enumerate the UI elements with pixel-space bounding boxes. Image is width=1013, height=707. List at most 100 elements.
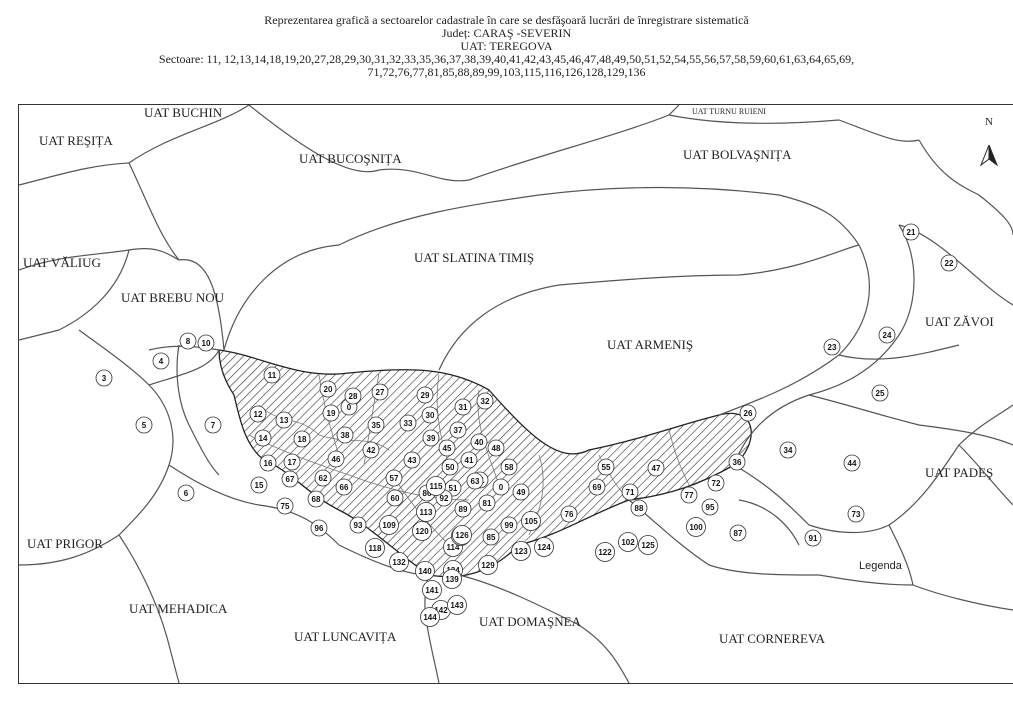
sector-marker: 24 — [878, 326, 896, 344]
sector-circle — [314, 469, 332, 487]
sector-circle — [843, 454, 861, 472]
sector-marker: 144 — [420, 607, 440, 627]
sector-number: 143 — [450, 601, 464, 610]
sector-marker: 25 — [871, 384, 889, 402]
sector-number: 29 — [421, 391, 430, 400]
sector-circle — [152, 352, 170, 370]
sector-circle — [177, 484, 195, 502]
sector-circle — [823, 338, 841, 356]
sector-number: 132 — [392, 558, 406, 567]
sector-number: 89 — [459, 505, 468, 514]
uat-label-buchin: UAT BUCHIN — [144, 105, 223, 120]
sector-marker: 40 — [470, 433, 488, 451]
sector-circle — [595, 542, 615, 562]
sector-number: 100 — [689, 523, 703, 532]
uat-label-luncavita: UAT LUNCAVIȚA — [294, 629, 397, 644]
sector-circle — [487, 439, 505, 457]
sector-marker: 3 — [95, 369, 113, 387]
sector-circle — [385, 469, 403, 487]
sector-marker: 10 — [197, 334, 215, 352]
sector-circle — [940, 254, 958, 272]
sector-circle — [426, 476, 446, 496]
sector-marker: 8 — [179, 332, 197, 350]
sector-number: 35 — [372, 421, 381, 430]
sector-number: 75 — [281, 502, 290, 511]
sector-number: 0 — [347, 403, 352, 412]
sector-marker: 91 — [804, 529, 822, 547]
sector-number: 0 — [499, 483, 504, 492]
sector-marker: 87 — [729, 524, 747, 542]
sector-circle — [412, 521, 432, 541]
sector-marker: 38 — [336, 426, 354, 444]
sector-number: 48 — [492, 444, 501, 453]
sector-number: 40 — [475, 438, 484, 447]
sector-number: 144 — [423, 613, 437, 622]
sector-number: 91 — [809, 534, 818, 543]
sector-circle — [371, 383, 389, 401]
cadastral-map: UAT REŞIȚA UAT BUCHIN UAT BUCOŞNIȚA UAT … — [19, 105, 1013, 683]
sector-circle — [322, 404, 340, 422]
sector-circle — [478, 555, 498, 575]
sector-marker: 132 — [389, 552, 409, 572]
sector-number: 49 — [517, 488, 526, 497]
sector-number: 45 — [443, 444, 452, 453]
sector-circle — [707, 474, 725, 492]
sector-circle — [729, 524, 747, 542]
sector-circle — [283, 453, 301, 471]
sector-number: 124 — [537, 543, 551, 552]
sector-number: 7 — [211, 421, 216, 430]
sector-marker: 29 — [416, 386, 434, 404]
sector-circle — [686, 517, 706, 537]
sector-circle — [197, 334, 215, 352]
sector-marker: 67 — [281, 470, 299, 488]
sector-circle — [460, 451, 478, 469]
sector-number: 25 — [876, 389, 885, 398]
sector-circle — [680, 486, 698, 504]
sector-number: 3 — [102, 374, 107, 383]
sector-number: 28 — [349, 392, 358, 401]
sector-circle — [335, 478, 353, 496]
sector-circle — [319, 380, 337, 398]
sector-marker: 139 — [442, 569, 462, 589]
sector-marker: 105 — [521, 511, 541, 531]
sector-number: 34 — [784, 446, 793, 455]
sector-circle — [521, 511, 541, 531]
sector-number: 44 — [848, 459, 857, 468]
sector-marker: 126 — [452, 525, 472, 545]
sector-marker: 100 — [686, 517, 706, 537]
sector-marker: 22 — [940, 254, 958, 272]
sector-number: 96 — [315, 524, 324, 533]
sector-marker: 6 — [177, 484, 195, 502]
map-title: Reprezentarea grafică a sectoarelor cada… — [264, 13, 749, 27]
sector-number: 99 — [505, 521, 514, 530]
sector-circle — [422, 580, 442, 600]
sector-circle — [452, 525, 472, 545]
sector-number: 77 — [685, 491, 694, 500]
sector-marker: 93 — [349, 516, 367, 534]
sector-number: 37 — [454, 426, 463, 435]
sector-circle — [618, 532, 638, 552]
sector-number: 141 — [425, 586, 439, 595]
sector-marker: 63 — [466, 472, 484, 490]
uat-label-mehadica: UAT MEHADICA — [129, 601, 228, 616]
sector-marker: 15 — [250, 476, 268, 494]
sector-number: 55 — [602, 463, 611, 472]
uat-line: UAT: TEREGOVA — [460, 39, 553, 53]
sector-marker: 122 — [595, 542, 615, 562]
sector-circle — [420, 607, 440, 627]
sector-number: 67 — [286, 475, 295, 484]
sector-number: 6 — [184, 489, 189, 498]
sector-circle — [135, 416, 153, 434]
sector-marker: 81 — [478, 494, 496, 512]
sector-circle — [250, 476, 268, 494]
sector-circle — [415, 561, 435, 581]
uat-label-bolvasnita: UAT BOLVAŞNIȚA — [683, 147, 792, 162]
sector-marker: 42 — [362, 441, 380, 459]
sector-number: 86 — [423, 489, 432, 498]
sector-marker: 37 — [449, 421, 467, 439]
sector-number: 30 — [426, 411, 435, 420]
sector-circle — [512, 483, 530, 501]
sector-marker: 143 — [447, 595, 467, 615]
sector-number: 51 — [449, 484, 458, 493]
sector-number: 47 — [652, 464, 661, 473]
